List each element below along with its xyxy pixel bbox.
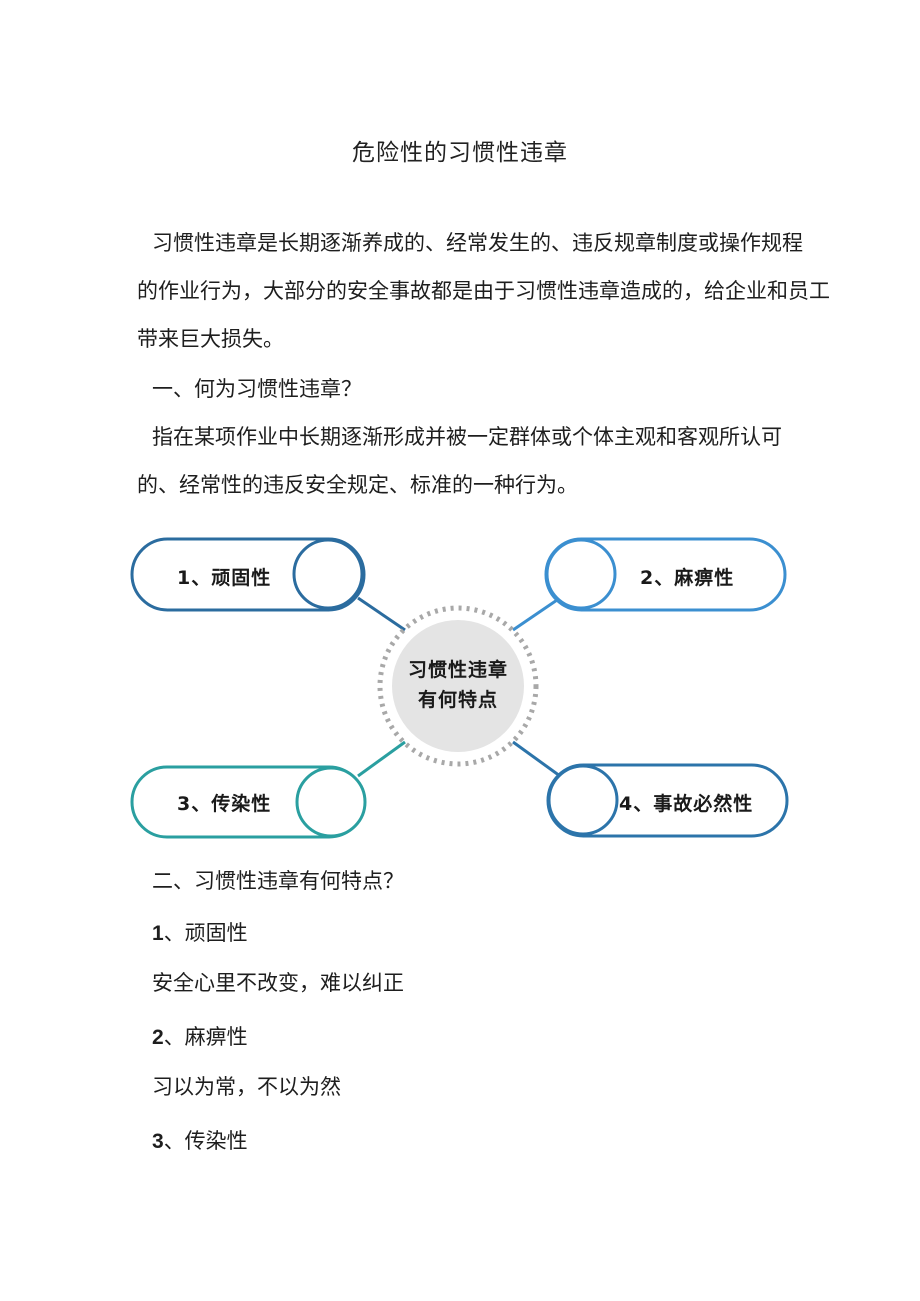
connector-2 (512, 596, 561, 632)
characteristic-1-title: 1、顽固性 (152, 918, 248, 949)
connector-4 (512, 740, 561, 778)
connector-1 (357, 596, 406, 632)
section1-heading: 一、何为习惯性违章？ (152, 377, 362, 401)
pill-3-circle (295, 766, 367, 838)
center-label: 习惯性违章 有何特点 (393, 655, 523, 715)
characteristic-3-title: 3、传染性 (152, 1126, 248, 1157)
section1-body-line-2: 的、经常性的违反安全规定、标准的一种行为。 (137, 473, 578, 497)
pill-3-label: 3、传染性 (177, 793, 272, 815)
pill-2-circle (545, 538, 617, 610)
center-label-line-1: 习惯性违章 (407, 659, 508, 681)
intro-line-3: 带来巨大损失。 (137, 327, 284, 351)
pill-4-circle (547, 764, 619, 836)
intro-line-1: 习惯性违章是长期逐渐养成的、经常发生的、违反规章制度或操作规程 (152, 231, 803, 255)
section1-body-line-1: 指在某项作业中长期逐渐形成并被一定群体或个体主观和客观所认可 (152, 425, 782, 449)
document-title: 危险性的习惯性违章 (352, 140, 568, 166)
characteristic-2-name: 、麻痹性 (163, 1025, 248, 1049)
intro-line-2: 的作业行为，大部分的安全事故都是由于习惯性违章造成的，给企业和员工 (137, 279, 830, 303)
connector-3 (357, 740, 406, 778)
pill-2-label: 2、麻痹性 (640, 567, 735, 589)
characteristic-1-name: 、顽固性 (163, 921, 248, 945)
pill-1-label: 1、顽固性 (177, 567, 272, 589)
characteristic-3-number: 3 (152, 1130, 164, 1153)
characteristic-3-name: 、传染性 (163, 1129, 248, 1153)
characteristic-1-number: 1 (152, 922, 164, 945)
characteristic-2-desc: 习以为常，不以为然 (152, 1075, 341, 1099)
center-label-line-2: 有何特点 (417, 689, 498, 711)
characteristic-2-title: 2、麻痹性 (152, 1022, 248, 1053)
pill-1-circle (292, 538, 364, 610)
characteristic-1-desc: 安全心里不改变，难以纠正 (152, 971, 404, 995)
characteristic-2-number: 2 (152, 1026, 164, 1049)
pill-4-label: 4、事故必然性 (619, 793, 754, 815)
section2-heading: 二、习惯性违章有何特点？ (152, 869, 404, 893)
